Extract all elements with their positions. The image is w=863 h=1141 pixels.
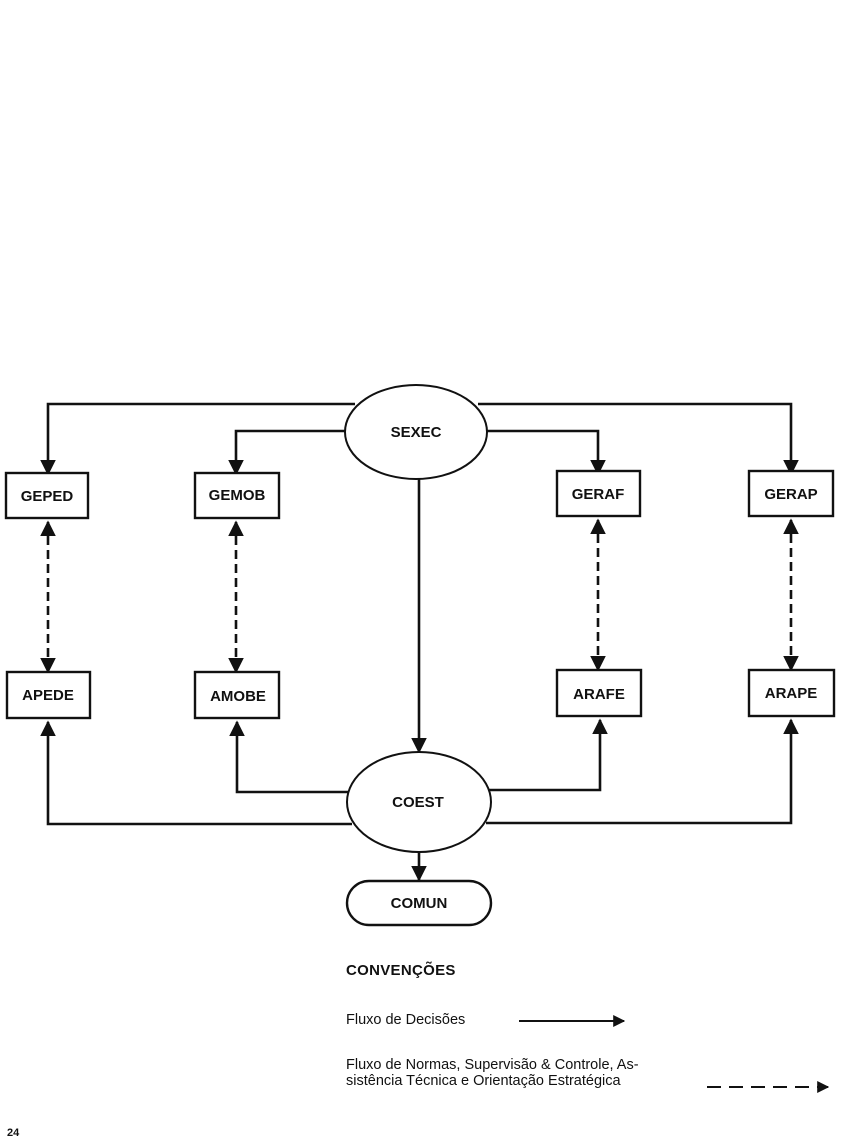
node-apede-label: APEDE <box>22 687 74 704</box>
legend-norms-label-line1: Fluxo de Normas, Supervisão & Controle, … <box>346 1057 726 1073</box>
node-gerap[interactable]: GERAP <box>749 471 833 516</box>
edge-sexec-geraf <box>486 431 598 474</box>
edge-coest-arafe <box>488 720 600 790</box>
node-sexec[interactable]: SEXEC <box>345 385 487 479</box>
edge-coest-apede <box>48 722 352 824</box>
node-coest[interactable]: COEST <box>347 752 491 852</box>
node-sexec-label: SEXEC <box>391 424 442 441</box>
node-coest-label: COEST <box>392 794 444 811</box>
node-gerap-label: GERAP <box>764 486 817 503</box>
node-apede[interactable]: APEDE <box>7 672 90 718</box>
edge-sexec-geped <box>48 404 355 474</box>
legend-decision-label: Fluxo de Decisões <box>346 1012 465 1028</box>
node-geped-label: GEPED <box>21 488 74 505</box>
node-arafe[interactable]: ARAFE <box>557 670 641 716</box>
node-arafe-label: ARAFE <box>573 686 625 703</box>
node-geraf-label: GERAF <box>572 486 625 503</box>
node-arape-label: ARAPE <box>765 685 818 702</box>
node-amobe-label: AMOBE <box>210 688 266 705</box>
node-gemob-label: GEMOB <box>209 487 266 504</box>
node-comun-label: COMUN <box>391 895 448 912</box>
node-arape[interactable]: ARAPE <box>749 670 834 716</box>
edge-coest-amobe <box>237 722 348 792</box>
edge-sexec-gemob <box>236 431 347 474</box>
edge-sexec-gerap <box>478 404 791 474</box>
node-amobe[interactable]: AMOBE <box>195 672 279 718</box>
node-geped[interactable]: GEPED <box>6 473 88 518</box>
node-geraf[interactable]: GERAF <box>557 471 640 516</box>
edge-coest-arape <box>486 720 791 823</box>
legend-norms-label-line2: sistência Técnica e Orientação Estratégi… <box>346 1073 726 1089</box>
legend-title: CONVENÇÕES <box>346 962 456 979</box>
node-comun[interactable]: COMUN <box>347 881 491 925</box>
legend-norms-label: Fluxo de Normas, Supervisão & Controle, … <box>346 1057 726 1089</box>
node-gemob[interactable]: GEMOB <box>195 473 279 518</box>
page-number: 24 <box>7 1127 19 1139</box>
